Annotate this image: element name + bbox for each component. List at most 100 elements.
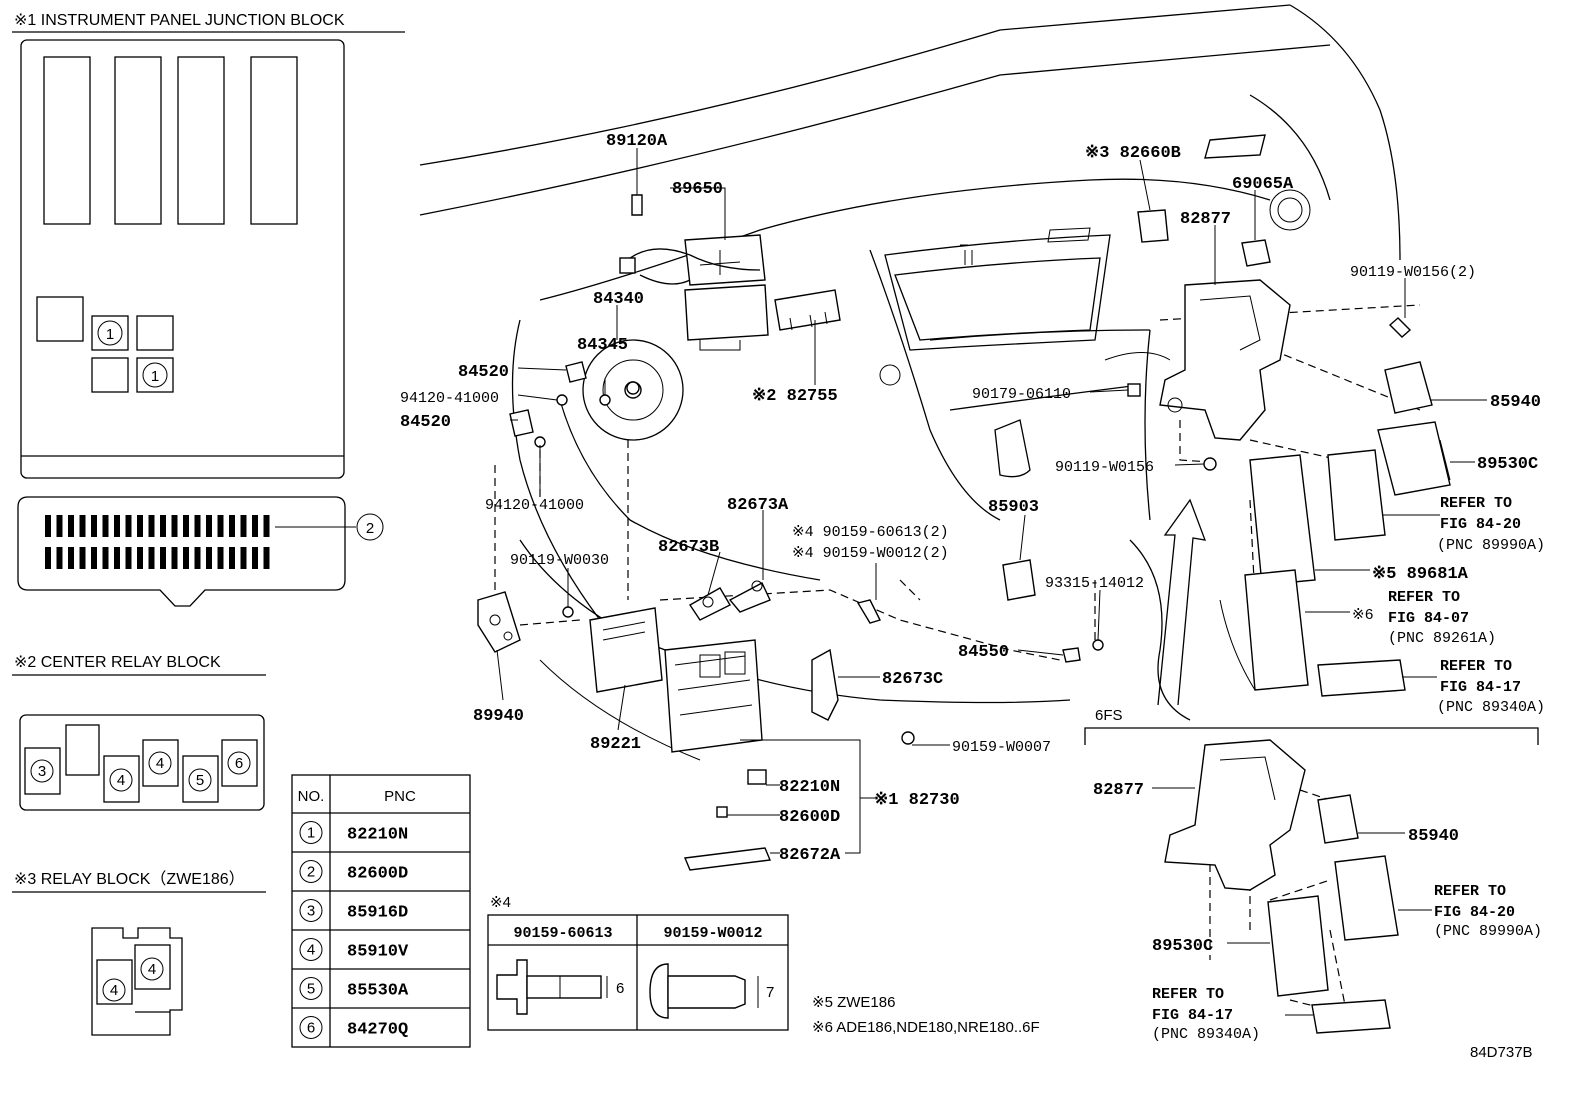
svg-text:(PNC 89261A): (PNC 89261A) [1388, 630, 1496, 647]
connector-pin [79, 547, 86, 569]
svg-text:REFER TO: REFER TO [1152, 986, 1224, 1003]
svg-text:4: 4 [156, 755, 164, 772]
label-93315-14012: 93315-14012 [1045, 575, 1144, 592]
label-89681A: ※5 89681A [1372, 565, 1469, 584]
pnc-row-number-circle [299, 860, 323, 883]
svg-text:4: 4 [148, 961, 156, 978]
connector-pin [229, 547, 235, 569]
center-relay-block-drawing: 3 4 4 5 6 [19, 714, 265, 811]
svg-text:FIG 84-17: FIG 84-17 [1152, 1007, 1233, 1024]
pnc-row-number-circle [299, 821, 323, 844]
pnc-row-value: 84270Q [347, 1021, 408, 1040]
label-90119-W0030: 90119-W0030 [510, 552, 609, 569]
label-84550: 84550 [958, 643, 1009, 662]
bolt-table: ※4 90159-60613 90159-W0012 6 7 [487, 894, 789, 1031]
parts-shapes [477, 194, 1451, 1034]
svg-text:※4: ※4 [490, 894, 511, 911]
pnc-row-number: 6 [307, 1020, 315, 1037]
label-82673B: 82673B [658, 538, 719, 557]
connector-pin [263, 547, 270, 569]
label-89530C-lower: 89530C [1152, 937, 1213, 956]
label-85940-upper: 85940 [1490, 393, 1541, 412]
connector-pin [160, 547, 166, 569]
pnc-table-pnc-header: PNC [384, 788, 416, 805]
connector-pin [125, 515, 132, 537]
connector-pin [263, 515, 270, 537]
label-82755: ※2 82755 [752, 387, 838, 406]
connector-pin [206, 547, 212, 569]
connector-pin [79, 515, 86, 537]
part-labels: 89120A 89650 84340 84345 84520 94120-410… [400, 132, 1545, 1043]
pnc-row-number: 4 [307, 942, 315, 959]
label-90159-W0012: ※4 90159-W0012(2) [792, 545, 949, 562]
pnc-row-number-circle [299, 899, 323, 922]
label-90179-06110: 90179-06110 [972, 386, 1071, 403]
label-90159-W0007: 90159-W0007 [952, 739, 1051, 756]
label-89530C-upper: 89530C [1477, 455, 1538, 474]
connector-pin [45, 515, 51, 537]
connector-pin [148, 547, 155, 569]
label-90119-W0156: 90119-W0156 [1055, 459, 1154, 476]
svg-text:FIG 84-07: FIG 84-07 [1388, 610, 1469, 627]
bolt-right-pn: 90159-W0012 [663, 925, 762, 942]
pnc-row-number-circle [299, 938, 323, 961]
label-84520-lower: 84520 [400, 413, 451, 432]
connector-pin [252, 547, 258, 569]
svg-text:※6: ※6 [1352, 607, 1374, 624]
connector-pin [45, 547, 51, 569]
label-82730: ※1 82730 [874, 791, 960, 810]
pnc-row-value: 82210N [347, 826, 408, 845]
connector-pin [56, 515, 63, 537]
pnc-row-value: 85910V [347, 943, 409, 962]
connector-pin [217, 547, 224, 569]
connector-pin [91, 515, 97, 537]
connector-pin [194, 547, 201, 569]
dashboard-outline [419, 4, 1401, 761]
pnc-row-number: 1 [307, 825, 315, 842]
label-82660B: ※3 82660B [1085, 144, 1181, 163]
svg-text:1: 1 [106, 326, 114, 343]
label-90159-60613: ※4 90159-60613(2) [792, 524, 949, 541]
pnc-row-value: 85916D [347, 904, 408, 923]
connector-pin [114, 515, 120, 537]
center-relay-block-title: ※2 CENTER RELAY BLOCK [14, 654, 221, 671]
connector-pin [125, 547, 132, 569]
pnc-table-no-header: NO. [298, 788, 325, 805]
label-84520-upper: 84520 [458, 363, 509, 382]
svg-text:7: 7 [766, 984, 774, 1001]
svg-text:(PNC 89990A): (PNC 89990A) [1434, 923, 1542, 940]
label-94120-lower: 94120-41000 [485, 497, 584, 514]
pnc-row-number: 3 [307, 903, 315, 920]
svg-text:REFER TO: REFER TO [1440, 495, 1512, 512]
label-82877-lower: 82877 [1093, 781, 1144, 800]
svg-text:(PNC 89340A): (PNC 89340A) [1152, 1026, 1260, 1043]
connector-pin [148, 515, 155, 537]
label-82672A: 82672A [779, 846, 841, 865]
svg-text:1: 1 [151, 368, 159, 385]
svg-text:FIG 84-17: FIG 84-17 [1440, 679, 1521, 696]
connector-pin [137, 547, 143, 569]
svg-text:FIG 84-20: FIG 84-20 [1440, 516, 1521, 533]
connector-pin [102, 515, 109, 537]
connector-pin [240, 515, 247, 537]
leader-lines [496, 148, 1487, 1016]
label-82600D: 82600D [779, 808, 840, 827]
svg-text:(PNC 89990A): (PNC 89990A) [1437, 537, 1545, 554]
connector-pin [183, 515, 189, 537]
diagram-id: 84D737B [1470, 1044, 1533, 1061]
connector-pin [240, 547, 247, 569]
bolt-left-pn: 90159-60613 [513, 925, 612, 942]
svg-text:6: 6 [235, 755, 243, 772]
connector-pin [217, 515, 224, 537]
connector-pin [206, 515, 212, 537]
label-85903: 85903 [988, 498, 1039, 517]
relay-block-title: ※3 RELAY BLOCK（ZWE186） [14, 870, 245, 888]
connector-pin [56, 547, 63, 569]
connector-pin [91, 547, 97, 569]
label-82877-upper: 82877 [1180, 210, 1231, 229]
connector-pin [229, 515, 235, 537]
junction-block-title: ※1 INSTRUMENT PANEL JUNCTION BLOCK [14, 12, 345, 29]
